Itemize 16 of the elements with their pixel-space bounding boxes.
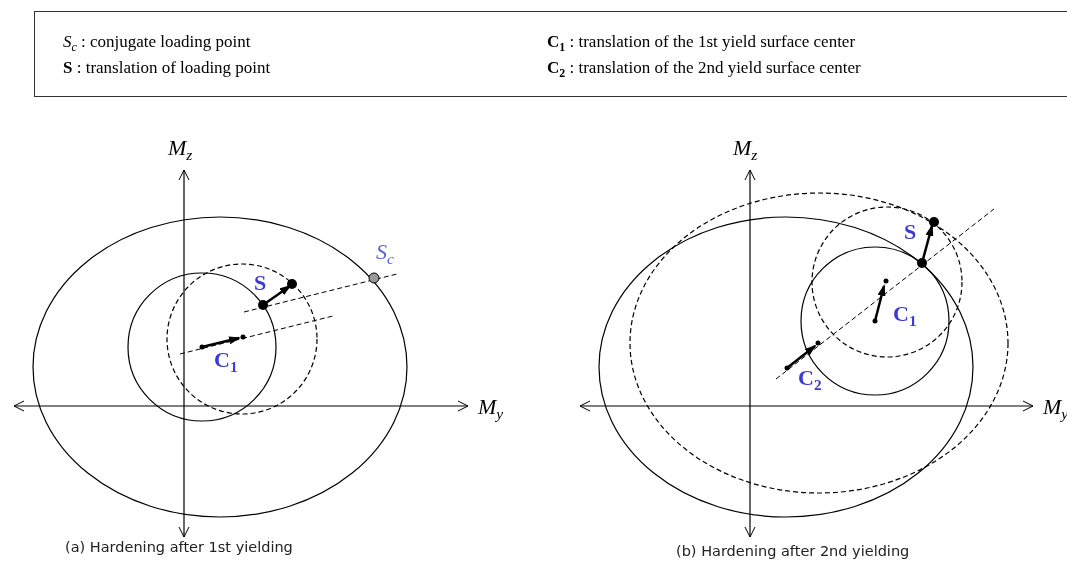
panel-caption: (a) Hardening after 1st yielding (65, 540, 293, 556)
axis-label: M$_{z}$ (733, 136, 758, 165)
point-label: C$_{1}$ (214, 348, 238, 377)
symbol-definition: S : translation of loading point (63, 58, 271, 78)
legend-box (34, 11, 1067, 97)
axis-label: M$_{y}$ (478, 395, 504, 424)
panel-caption: (b) Hardening after 2nd yielding (676, 544, 910, 560)
point-label: C$_{1}$ (893, 302, 917, 331)
symbol-definition: S$_{c}$ : conjugate loading point (63, 32, 251, 57)
axis-label: M$_{z}$ (168, 136, 193, 165)
symbol-definition: C$_{1}$ : translation of the 1st yield surface center (547, 32, 856, 57)
point-label: S (904, 220, 917, 245)
point-label: S (254, 271, 267, 296)
point-label: S$_{c}$ (376, 240, 394, 269)
symbol-definition: C$_{2}$ : translation of the 2nd yield surface center (547, 58, 861, 83)
point-label: C$_{2}$ (798, 366, 822, 395)
